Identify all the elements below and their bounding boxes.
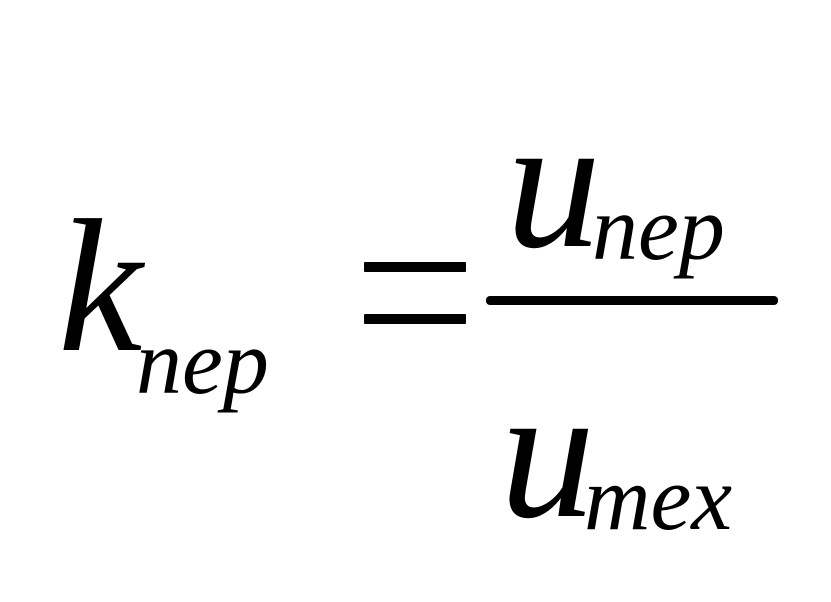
numerator-symbol: u: [506, 78, 601, 288]
lhs-symbol: k: [58, 182, 143, 392]
numerator-subscript: nep: [592, 177, 725, 279]
equals-bar-bottom: [364, 314, 466, 324]
equals-sign: [364, 262, 466, 324]
equals-bar-top: [364, 262, 466, 272]
denominator-subscript: mex: [584, 447, 733, 549]
fraction-line: [486, 296, 778, 305]
denominator-symbol: u: [500, 348, 595, 558]
lhs-subscript: nep: [136, 311, 269, 413]
